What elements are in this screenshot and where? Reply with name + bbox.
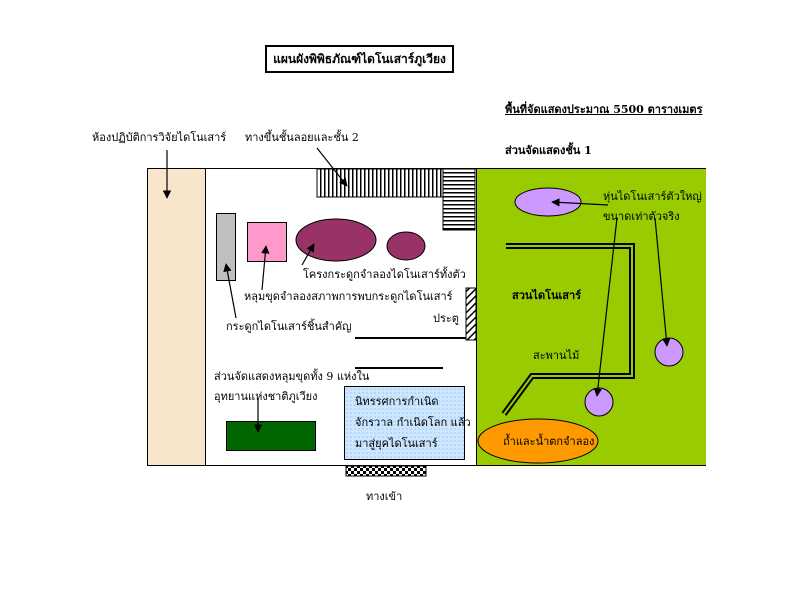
arrow-skeleton	[301, 243, 315, 266]
exhibit-label-1: นิทรรศการกำเนิด	[355, 395, 439, 408]
dino-model	[514, 187, 582, 217]
exhibit-hall	[344, 386, 465, 460]
arrow-model-2	[654, 217, 671, 347]
arrow-bones	[223, 263, 237, 319]
pits-label-2: อุทยานแห่งชาติภูเวียง	[214, 390, 318, 403]
dino-model-small-2	[584, 387, 614, 417]
important-bones-label: กระดูกไดโนเสาร์ชิ้นสำคัญ	[226, 320, 352, 333]
pits-display-box	[226, 421, 316, 451]
arrow-stairs	[316, 147, 348, 187]
pits-label-1: ส่วนจัดแสดงหลุมขุดทั้ง 9 แห่งใน	[214, 370, 370, 383]
excavation-label: หลุมขุดจำลองสภาพการพบกระดูกไดโนเสาร์	[244, 290, 453, 303]
cave-waterfall	[477, 418, 599, 464]
excavation-pit-box	[247, 222, 287, 262]
arrow-model-3	[593, 217, 618, 397]
arrow-model	[551, 198, 609, 207]
skeleton-small	[386, 231, 426, 261]
model-label-1: หุ่นไดโนเสาร์ตัวใหญ่	[603, 190, 702, 203]
stairs-landing	[442, 168, 476, 231]
lab-label: ห้องปฏิบัติการวิจัยไดโนเสาร์	[92, 131, 227, 144]
stairs-label: ทางขึ้นชั้นลอยและชั้น 2	[245, 131, 359, 144]
exhibit-label-3: มาสู่ยุคไดโนเสาร์	[355, 437, 438, 450]
garden-label: สวนไดโนเสาร์	[512, 289, 582, 302]
exhibit-label-2: จักรวาล กำเนิดโลก แล้ว	[355, 416, 471, 429]
entrance-hatch	[345, 465, 427, 477]
area-note: พื้นที่จัดแสดงประมาณ 5500 ตารางเมตร	[505, 103, 703, 116]
entrance-label: ทางเข้า	[366, 490, 403, 503]
map-title: แผนผังพิพิธภัณฑ์ไดโนเสาร์ภูเวียง	[265, 45, 454, 73]
skeleton-label: โครงกระดูกจำลองไดโนเสาร์ทั้งตัว	[303, 268, 466, 281]
cave-label: ถ้ำและน้ำตกจำลอง	[503, 435, 595, 448]
model-label-2: ขนาดเท่าตัวจริง	[603, 210, 680, 223]
door-label: ประตู	[433, 312, 459, 325]
dino-model-small-1	[654, 337, 684, 367]
lab-room	[148, 169, 206, 465]
stairs-block	[316, 168, 444, 198]
garden-area	[476, 169, 706, 465]
bridge-label: สะพานไม้	[533, 349, 580, 362]
zone1-label: ส่วนจัดแสดงชั้น 1	[505, 144, 592, 157]
arrow-excavation	[261, 245, 270, 291]
skeleton-large	[295, 218, 377, 262]
door-hatch	[465, 287, 477, 341]
